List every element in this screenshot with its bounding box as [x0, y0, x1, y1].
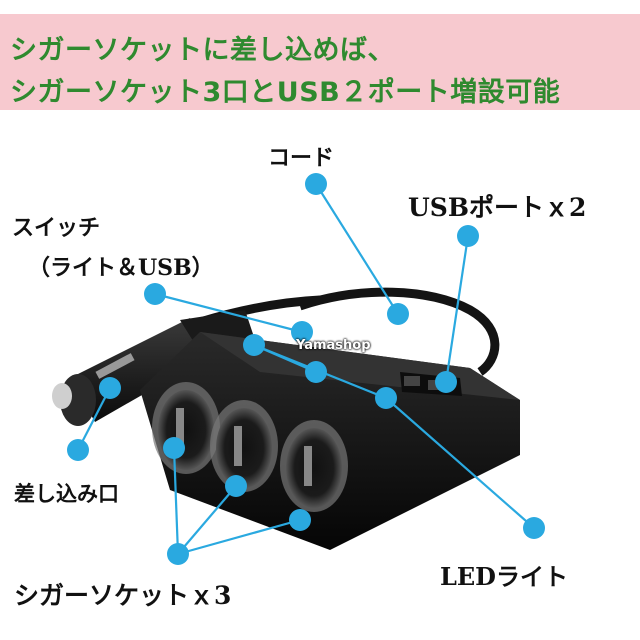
cigar-socket-3 — [280, 420, 348, 512]
label-switch: スイッチ — [12, 215, 101, 241]
product-diagram: コード USBポートｘ2 スイッチ （ライト＆USB） 差し込み口 LEDライト… — [0, 110, 640, 640]
marker-sockets — [167, 543, 189, 565]
marker-usb — [457, 225, 479, 247]
marker-led-2 — [305, 361, 327, 383]
marker-socket-2 — [225, 475, 247, 497]
label-switch-detail: （ライト＆USB） — [28, 255, 214, 281]
cigar-socket-1 — [152, 382, 220, 474]
product-illustration — [52, 173, 545, 565]
cigar-socket-2 — [210, 400, 278, 492]
banner-line-1: シガーソケットに差し込めば、 — [10, 35, 395, 66]
marker-usb-end — [435, 371, 457, 393]
label-usb-ports: USBポートｘ2 — [408, 193, 587, 222]
header-banner: シガーソケットに差し込めば、 シガーソケット3口とUSB２ポート増設可能 — [0, 14, 640, 110]
marker-socket-1 — [163, 437, 185, 459]
marker-socket-3 — [289, 509, 311, 531]
marker-led — [523, 517, 545, 539]
marker-cord-end — [387, 303, 409, 325]
marker-led-1 — [243, 334, 265, 356]
label-led-light: LEDライト — [440, 562, 568, 591]
marker-cord — [305, 173, 327, 195]
marker-led-3 — [375, 387, 397, 409]
marker-switch-end — [291, 321, 313, 343]
label-plug: 差し込み口 — [14, 481, 119, 506]
shop-watermark: Yamashop — [296, 338, 371, 353]
marker-switch — [144, 283, 166, 305]
banner-line-2: シガーソケット3口とUSB２ポート増設可能 — [10, 77, 561, 108]
marker-plug-end — [99, 377, 121, 399]
label-cigar-sockets: シガーソケットｘ3 — [14, 581, 232, 610]
callout-markers — [67, 173, 545, 565]
label-cord: コード — [268, 145, 335, 171]
marker-plug — [67, 439, 89, 461]
